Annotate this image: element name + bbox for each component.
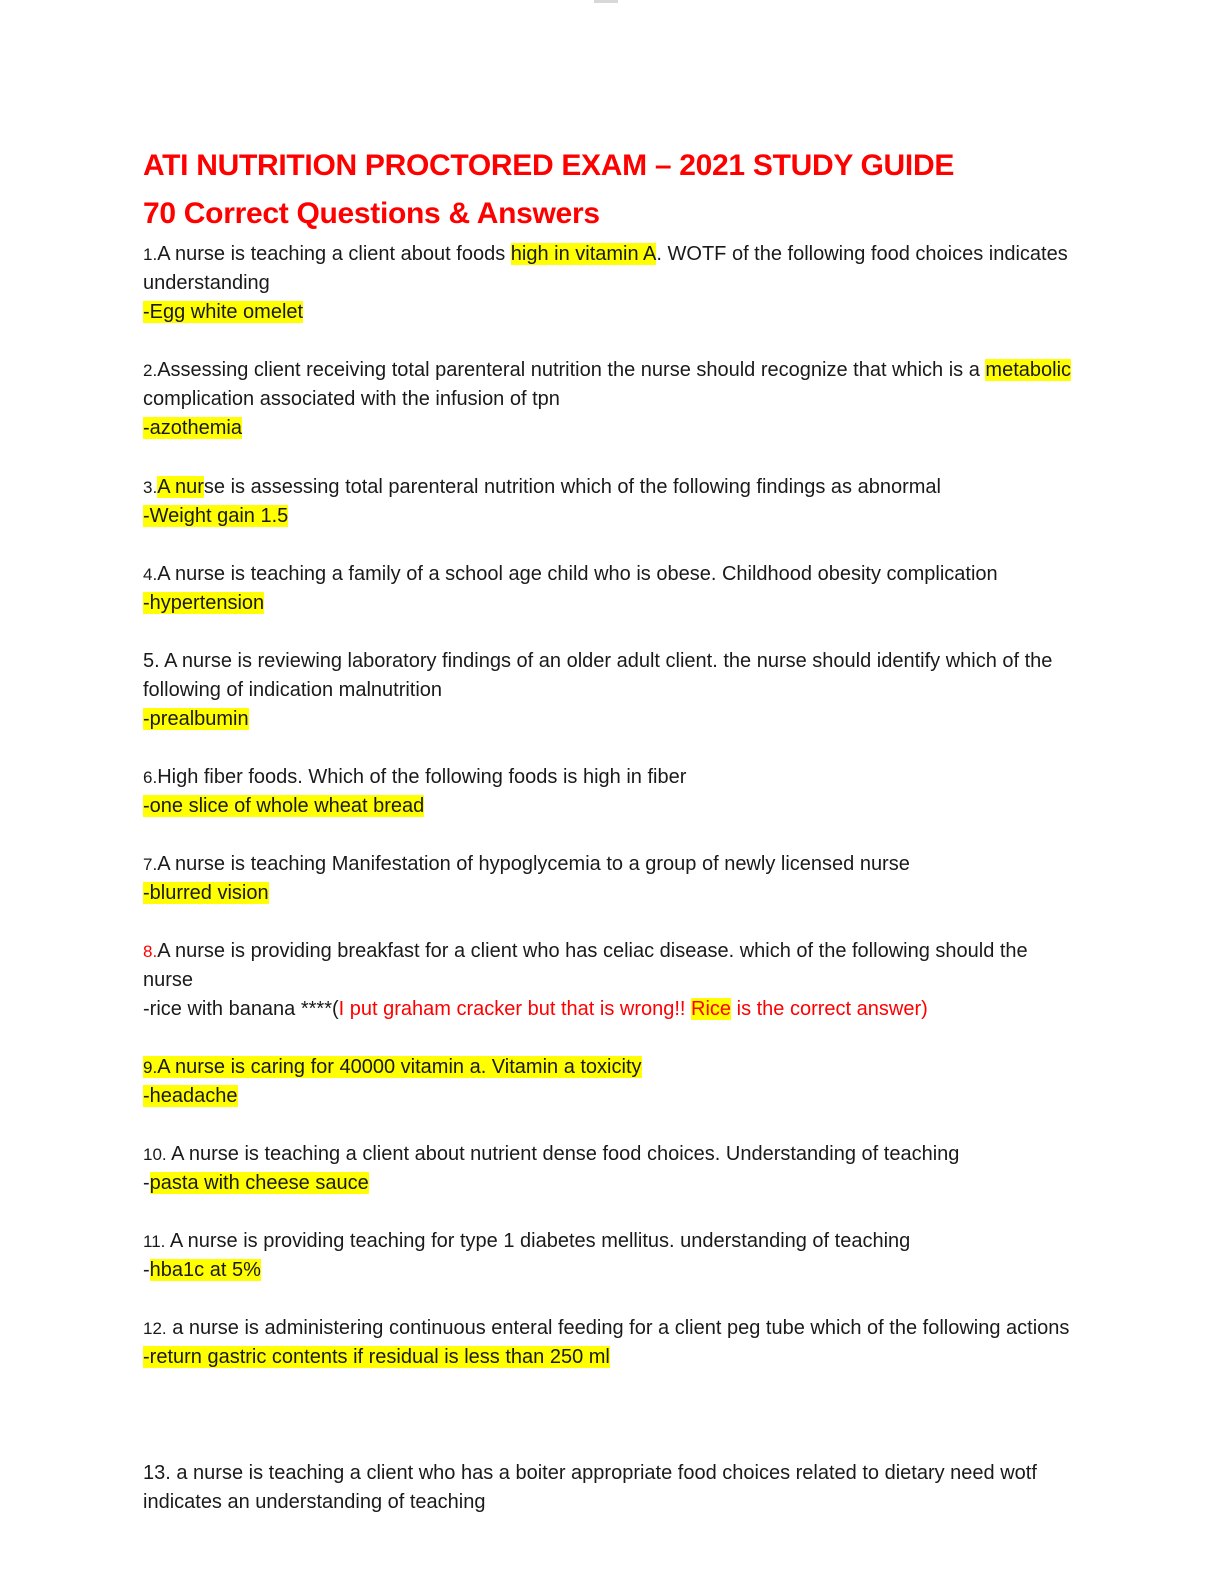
question-text: 9.A nurse is caring for 40000 vitamin a.… xyxy=(143,1056,642,1078)
question-number: 9. xyxy=(143,1058,158,1077)
document-subtitle: 70 Correct Questions & Answers xyxy=(143,197,600,230)
question-item: 2.Assessing client receiving total paren… xyxy=(143,356,1083,443)
highlighted-text: A nur xyxy=(157,476,204,498)
question-number: 13. xyxy=(143,1462,171,1484)
highlighted-text: high in vitamin A xyxy=(510,243,657,265)
question-number: 11. xyxy=(143,1232,166,1251)
answer-text: -hypertension xyxy=(143,592,265,614)
question-text: 2.Assessing client receiving total paren… xyxy=(143,359,1072,410)
question-item: 5. A nurse is reviewing laboratory findi… xyxy=(143,647,1083,734)
document-title: ATI NUTRITION PROCTORED EXAM – 2021 STUD… xyxy=(143,149,955,182)
question-item: 9.A nurse is caring for 40000 vitamin a.… xyxy=(143,1053,642,1111)
question-text: 5. A nurse is reviewing laboratory findi… xyxy=(143,650,1053,701)
header-mark xyxy=(594,0,618,3)
answer-text: -hba1c at 5% xyxy=(143,1259,261,1281)
question-number: 6. xyxy=(143,768,158,787)
question-text: 8.A nurse is providing breakfast for a c… xyxy=(143,940,1028,991)
question-text: 7.A nurse is teaching Manifestation of h… xyxy=(143,853,910,875)
document-content: ATI NUTRITION PROCTORED EXAM – 2021 STUD… xyxy=(143,148,1083,1513)
answer-text: -one slice of whole wheat bread xyxy=(143,795,425,817)
question-text: 1.A nurse is teaching a client about foo… xyxy=(143,243,1068,294)
highlighted-text: metabolic xyxy=(985,359,1072,381)
question-item: 6.High fiber foods. Which of the followi… xyxy=(143,763,686,821)
question-text: 13. a nurse is teaching a client who has… xyxy=(143,1462,1037,1513)
question-text: 11. A nurse is providing teaching for ty… xyxy=(143,1230,911,1252)
answer-text: -Weight gain 1.5 xyxy=(143,505,289,527)
question-item: 12. a nurse is administering continuous … xyxy=(143,1314,1069,1372)
answer-text: -return gastric contents if residual is … xyxy=(143,1346,610,1368)
question-item: 13. a nurse is teaching a client who has… xyxy=(143,1459,1083,1517)
question-item: 11. A nurse is providing teaching for ty… xyxy=(143,1227,910,1285)
answer-note: I put graham cracker but that is wrong!! xyxy=(338,998,692,1020)
question-number: 5. xyxy=(143,650,160,672)
answer-text: -prealbumin xyxy=(143,708,249,730)
question-number: 1. xyxy=(143,245,158,264)
question-text: 3.A nurse is assessing total parenteral … xyxy=(143,476,941,498)
question-number: 2. xyxy=(143,361,158,380)
question-text: 4.A nurse is teaching a family of a scho… xyxy=(143,563,998,585)
answer-text: -blurred vision xyxy=(143,882,269,904)
question-item: 8.A nurse is providing breakfast for a c… xyxy=(143,937,1083,1024)
question-number: 4. xyxy=(143,565,158,584)
answer-text: -pasta with cheese sauce xyxy=(143,1172,369,1194)
question-item: 7.A nurse is teaching Manifestation of h… xyxy=(143,850,910,908)
question-number: 10. xyxy=(143,1145,167,1164)
answer-text: -Egg white omelet xyxy=(143,301,304,323)
question-text: 6.High fiber foods. Which of the followi… xyxy=(143,766,687,788)
question-item: 4.A nurse is teaching a family of a scho… xyxy=(143,560,998,618)
highlighted-text: Rice xyxy=(691,998,732,1020)
question-item: 3.A nurse is assessing total parenteral … xyxy=(143,473,941,531)
answer-text: -rice with banana ****(I put graham crac… xyxy=(143,998,928,1020)
question-number: 7. xyxy=(143,855,158,874)
question-text: 10. A nurse is teaching a client about n… xyxy=(143,1143,960,1165)
answer-text: -azothemia xyxy=(143,417,242,439)
question-number: 8. xyxy=(143,942,158,961)
question-number: 3. xyxy=(143,478,158,497)
question-text: 12. a nurse is administering continuous … xyxy=(143,1317,1070,1339)
question-item: 1.A nurse is teaching a client about foo… xyxy=(143,240,1083,327)
question-item: 10. A nurse is teaching a client about n… xyxy=(143,1140,959,1198)
question-number: 12. xyxy=(143,1319,167,1338)
answer-text: -headache xyxy=(143,1085,238,1107)
